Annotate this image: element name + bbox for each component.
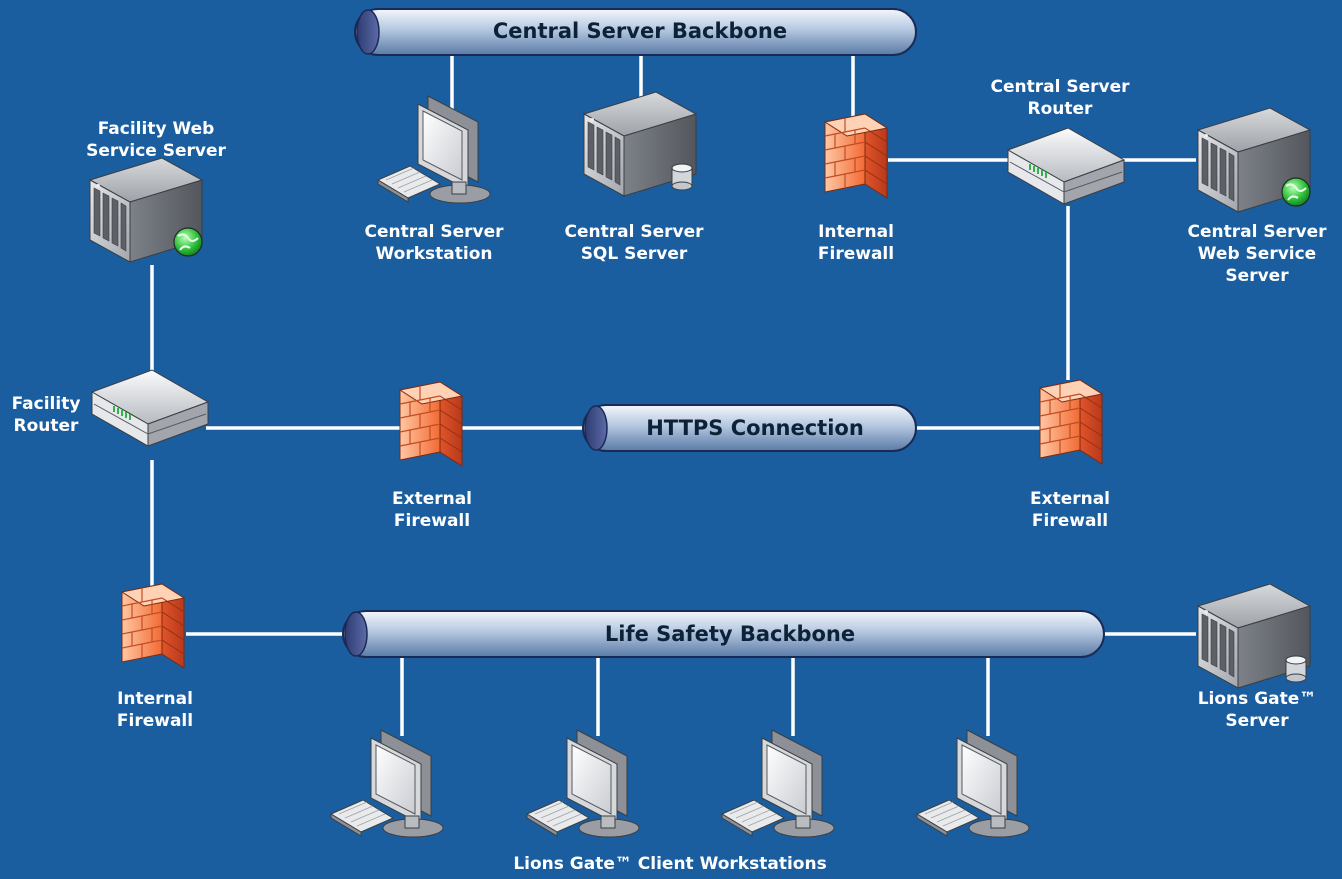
central-sql-server-icon	[584, 92, 696, 196]
life-safety-backbone-label: Life Safety Backbone	[604, 622, 856, 646]
label-line: Central Server	[990, 77, 1130, 97]
life-safety-backbone	[342, 610, 1105, 658]
label-line: Router	[1027, 99, 1093, 119]
label-line: External	[391, 489, 473, 509]
label-line: Firewall	[393, 511, 471, 531]
central-router-label: Central Server Router	[980, 76, 1140, 120]
label-line: Facility	[11, 394, 81, 414]
facility-web-server-label: Facility Web Service Server	[76, 118, 236, 162]
central-backbone-label: Central Server Backbone	[492, 19, 788, 43]
facility-router-icon	[91, 369, 209, 447]
label-line: Firewall	[817, 244, 895, 264]
client-workstation-1-icon	[330, 729, 444, 838]
https-connection-tube	[582, 404, 917, 452]
label-line: Firewall	[1031, 511, 1109, 531]
facility-router-label: Facility Router	[0, 393, 92, 437]
client-workstation-4-icon	[916, 729, 1030, 838]
label-line: Server	[1225, 266, 1289, 286]
connector-lines	[150, 55, 1196, 736]
central-router-icon	[1007, 127, 1125, 205]
central-server-backbone	[354, 8, 917, 56]
central-sql-server-label: Central Server SQL Server	[554, 221, 714, 265]
label-line: SQL Server	[580, 244, 688, 264]
label-line: Web Service	[1197, 244, 1317, 264]
client-workstation-2-icon	[526, 729, 640, 838]
label-line: Service Server	[86, 141, 226, 161]
label-line: Central Server	[1187, 222, 1327, 242]
label-line: Workstation	[375, 244, 493, 264]
facility-external-firewall-label: External Firewall	[372, 488, 492, 532]
label-line: Internal	[117, 689, 193, 709]
label-line: Central Server	[364, 222, 504, 242]
label-line: Central Server	[564, 222, 704, 242]
lions-gate-server-label: Lions Gate™ Server	[1182, 688, 1332, 732]
central-workstation-icon	[377, 95, 491, 204]
label-line: Lions Gate™	[1197, 689, 1317, 709]
client-workstation-3-icon	[721, 729, 835, 838]
facility-web-server-icon	[90, 158, 202, 262]
facility-external-firewall-icon	[399, 381, 463, 467]
facility-internal-firewall-icon	[121, 583, 185, 669]
facility-internal-firewall-label: Internal Firewall	[95, 688, 215, 732]
central-external-firewall-icon	[1039, 379, 1103, 465]
central-workstation-label: Central Server Workstation	[354, 221, 514, 265]
label-line: Firewall	[116, 711, 194, 731]
label-line: Facility Web	[97, 119, 215, 139]
https-connection-label: HTTPS Connection	[646, 416, 864, 440]
label-line: External	[1029, 489, 1111, 509]
central-web-server-label: Central Server Web Service Server	[1177, 221, 1337, 287]
central-internal-firewall-icon	[824, 113, 888, 199]
label-line: Server	[1225, 711, 1289, 731]
central-web-server-icon	[1198, 108, 1310, 212]
lions-gate-server-icon	[1198, 584, 1310, 688]
central-internal-firewall-label: Internal Firewall	[796, 221, 916, 265]
client-workstations-label: Lions Gate™ Client Workstations	[513, 854, 827, 874]
central-external-firewall-label: External Firewall	[1010, 488, 1130, 532]
label-line: Internal	[818, 222, 894, 242]
label-line: Router	[13, 416, 79, 436]
